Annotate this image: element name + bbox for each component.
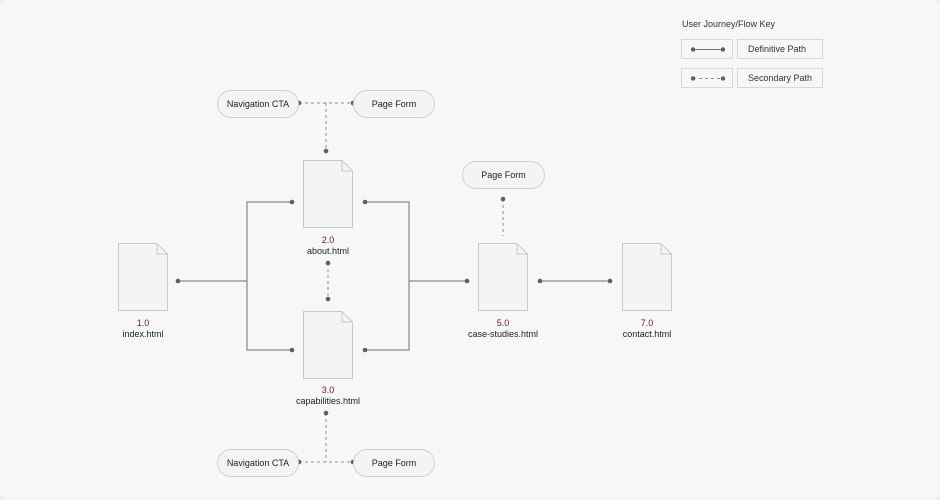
connector-dot xyxy=(464,278,470,284)
page-label-index: 1.0 index.html xyxy=(73,318,213,340)
navigation-cta-top-pill[interactable]: Navigation CTA xyxy=(217,90,299,118)
page-document-icon-index[interactable] xyxy=(118,243,168,311)
page-label-capabilities: 3.0 capabilities.html xyxy=(258,385,398,407)
page-number: 3.0 xyxy=(321,385,335,395)
page-number: 2.0 xyxy=(321,235,335,245)
connector-dot xyxy=(537,278,543,284)
page-label-about: 2.0 about.html xyxy=(258,235,398,257)
page-filename: index.html xyxy=(122,329,164,339)
page-document-icon-case-studies[interactable] xyxy=(478,243,528,311)
connector-dot xyxy=(323,148,329,154)
connector-dot xyxy=(175,278,181,284)
connector-dot xyxy=(289,347,295,353)
page-filename: about.html xyxy=(306,246,350,256)
secondary-path-label: Secondary Path xyxy=(737,68,823,88)
secondary-path-swatch xyxy=(681,68,733,88)
page-filename: capabilities.html xyxy=(295,396,361,406)
page-filename: case-studies.html xyxy=(467,329,539,339)
page-filename: contact.html xyxy=(622,329,672,339)
page-form-top-pill[interactable]: Page Form xyxy=(353,90,435,118)
page-document-icon-contact[interactable] xyxy=(622,243,672,311)
path-from-about-capabilities xyxy=(365,201,410,351)
connector-dot xyxy=(323,410,329,416)
page-document-icon-about[interactable] xyxy=(303,160,353,228)
page-label-case-studies: 5.0 case-studies.html xyxy=(433,318,573,340)
connector-dot xyxy=(500,196,506,202)
connector-dot xyxy=(362,347,368,353)
page-form-case-studies-pill[interactable]: Page Form xyxy=(462,161,545,189)
definitive-path-label: Definitive Path xyxy=(737,39,823,59)
page-document-icon-capabilities[interactable] xyxy=(303,311,353,379)
path-to-about xyxy=(246,201,292,351)
connector-dot xyxy=(289,199,295,205)
page-label-contact: 7.0 contact.html xyxy=(577,318,717,340)
connector-dot xyxy=(607,278,613,284)
page-form-bottom-pill[interactable]: Page Form xyxy=(353,449,435,477)
page-number: 5.0 xyxy=(496,318,510,328)
flow-key-title: User Journey/Flow Key xyxy=(682,19,776,29)
connector-dot xyxy=(325,296,331,302)
navigation-cta-bottom-pill[interactable]: Navigation CTA xyxy=(217,449,299,477)
definitive-path-swatch xyxy=(681,39,733,59)
page-number: 1.0 xyxy=(136,318,150,328)
connector-dot xyxy=(325,260,331,266)
page-number: 7.0 xyxy=(640,318,654,328)
connector-dot xyxy=(362,199,368,205)
